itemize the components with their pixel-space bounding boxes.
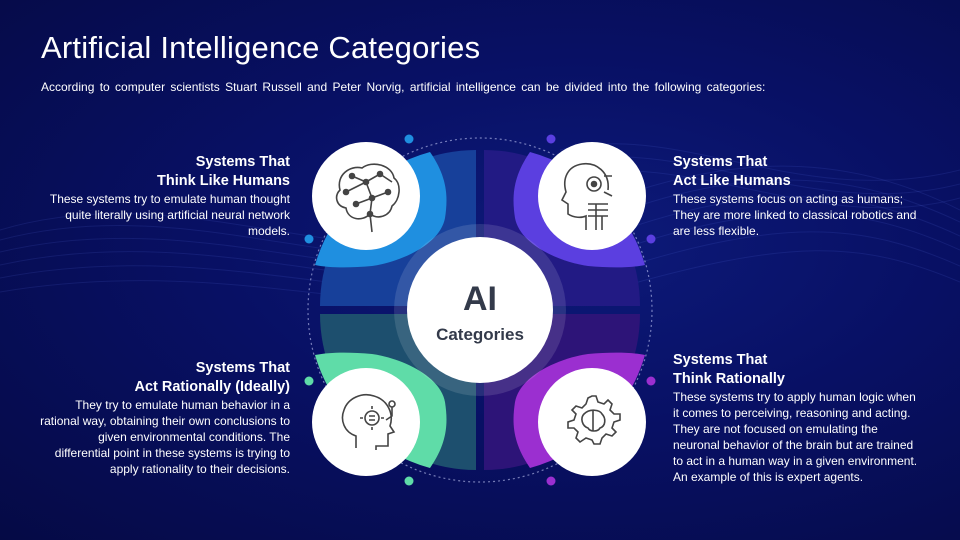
icon-circle-tl [312,142,420,250]
icon-circle-tr [538,142,646,250]
category-title-line2: Think Rationally [673,371,785,387]
page-subtitle: According to computer scientists Stuart … [41,80,766,94]
outer-dotted-ring [307,137,653,483]
category-title-line1: Systems That [673,352,768,368]
center-categories-text: Categories [436,325,524,344]
category-description: They try to emulate human behavior in a … [40,398,290,476]
brain-gear-icon [567,395,621,445]
category-title-line1: Systems That [195,154,290,170]
head-gear-icon [341,394,396,450]
center-circle [407,237,553,383]
category-title-line1: Systems That [673,154,768,170]
ring-dots [304,134,656,486]
category-title-line1: Systems That [195,360,290,376]
category-title-line2: Act Rationally (Ideally) [134,379,290,395]
category-think-rationally: Systems That Think Rationally These syst… [673,351,923,485]
category-title-line2: Think Like Humans [157,173,290,189]
icon-circle-br [538,368,646,476]
robot-head-icon [560,163,613,230]
category-description: These systems focus on acting as humans;… [673,192,917,238]
center-ai-text: AI [463,280,497,318]
neural-network-brain-icon [335,163,400,233]
category-description: These systems try to emulate human thoug… [49,192,290,238]
category-act-like-humans: Systems That Act Like Humans These syste… [673,153,923,239]
center-label: AI Categories [405,280,555,346]
category-act-rationally: Systems That Act Rationally (Ideally) Th… [40,359,290,477]
page-title: Artificial Intelligence Categories [41,30,481,65]
category-description: These systems try to apply human logic w… [673,390,918,484]
category-think-like-humans: Systems That Think Like Humans These sys… [40,153,290,239]
category-title-line2: Act Like Humans [673,173,791,189]
